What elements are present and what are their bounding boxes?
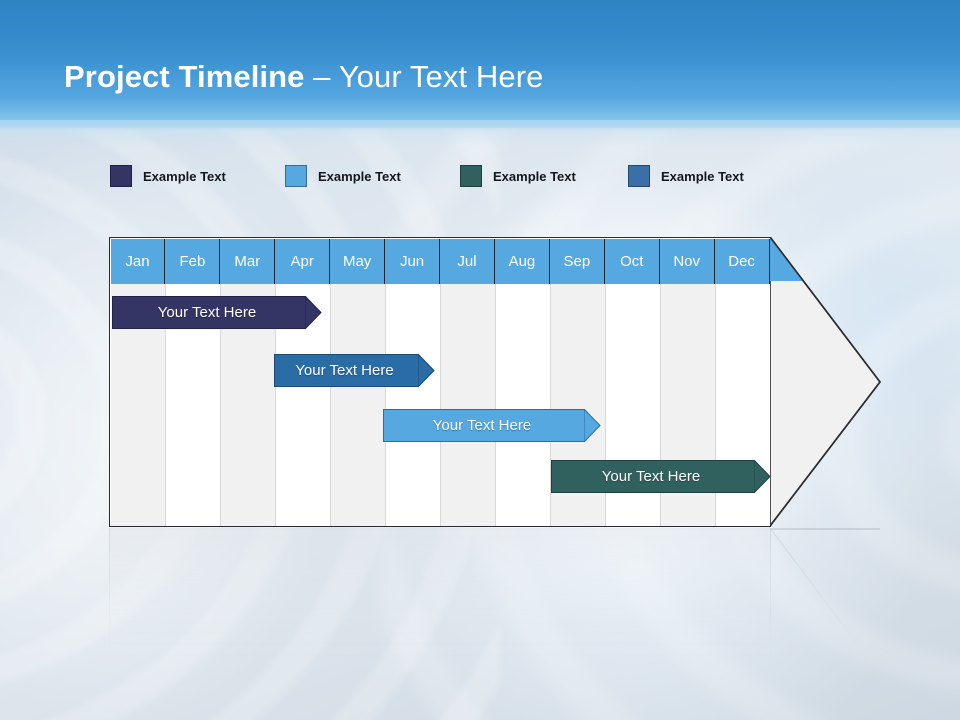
reflection-arrow-point <box>769 528 880 688</box>
task-bar-3[interactable]: Your Text Here <box>383 409 601 442</box>
month-header-aug[interactable]: Aug <box>494 238 550 284</box>
legend-swatch-icon-4 <box>628 165 650 187</box>
task-bar-4-arrow-icon <box>754 460 771 493</box>
month-header-jul[interactable]: Jul <box>440 238 495 284</box>
month-header-dec[interactable]: Dec <box>714 238 770 284</box>
task-bar-1-arrow-icon <box>305 296 322 329</box>
month-header-feb[interactable]: Feb <box>165 238 221 284</box>
chart-arrow-head <box>770 237 881 527</box>
task-bar-1[interactable]: Your Text Here <box>112 296 322 329</box>
timeline-chart: Jan Feb Mar Apr May Jun Jul Aug Sep Oct … <box>109 237 881 527</box>
page-title-separator: – <box>304 59 339 94</box>
reflection-body <box>109 528 771 688</box>
task-bar-3-body: Your Text Here <box>383 409 584 442</box>
month-header-apr[interactable]: Apr <box>275 238 331 284</box>
task-bar-4[interactable]: Your Text Here <box>551 460 771 493</box>
legend-item-4[interactable]: Example Text <box>628 165 744 187</box>
legend-swatch-icon-1 <box>110 165 132 187</box>
page-title-light: Your Text Here <box>338 59 544 94</box>
title-banner <box>0 0 960 128</box>
legend-item-2[interactable]: Example Text <box>285 165 401 187</box>
legend-label-4: Example Text <box>661 168 744 184</box>
column-jan <box>110 238 166 526</box>
legend-label-3: Example Text <box>493 168 576 184</box>
month-header-oct[interactable]: Oct <box>604 238 660 284</box>
column-jul <box>440 238 495 526</box>
month-header-may[interactable]: May <box>330 238 386 284</box>
task-bar-2-arrow-icon <box>418 354 435 387</box>
month-header-nov[interactable]: Nov <box>659 238 715 284</box>
task-bar-4-body: Your Text Here <box>551 460 754 493</box>
legend-label-2: Example Text <box>318 168 401 184</box>
column-aug <box>494 238 550 526</box>
legend-swatch-icon-2 <box>285 165 307 187</box>
legend-label-1: Example Text <box>143 168 226 184</box>
legend-item-1[interactable]: Example Text <box>110 165 226 187</box>
chart-reflection <box>109 528 880 688</box>
column-mar <box>220 238 276 526</box>
column-feb <box>165 238 221 526</box>
reflection-top-edge <box>109 528 880 530</box>
title-banner-fade <box>0 120 960 146</box>
task-bar-1-body: Your Text Here <box>112 296 305 329</box>
task-bar-2[interactable]: Your Text Here <box>274 354 435 387</box>
legend-swatch-icon-3 <box>460 165 482 187</box>
legend-item-3[interactable]: Example Text <box>460 165 576 187</box>
month-header-mar[interactable]: Mar <box>220 238 276 284</box>
legend: Example Text Example Text Example Text E… <box>110 165 870 199</box>
task-bar-2-body: Your Text Here <box>274 354 418 387</box>
page-title: Project Timeline – Your Text Here <box>64 57 543 97</box>
month-header-jun[interactable]: Jun <box>385 238 441 284</box>
task-bar-3-arrow-icon <box>584 409 601 442</box>
month-header-row: Jan Feb Mar Apr May Jun Jul Aug Sep Oct … <box>110 238 770 284</box>
page-title-bold: Project Timeline <box>64 59 305 94</box>
month-header-jan[interactable]: Jan <box>110 238 166 284</box>
month-header-sep[interactable]: Sep <box>549 238 605 284</box>
